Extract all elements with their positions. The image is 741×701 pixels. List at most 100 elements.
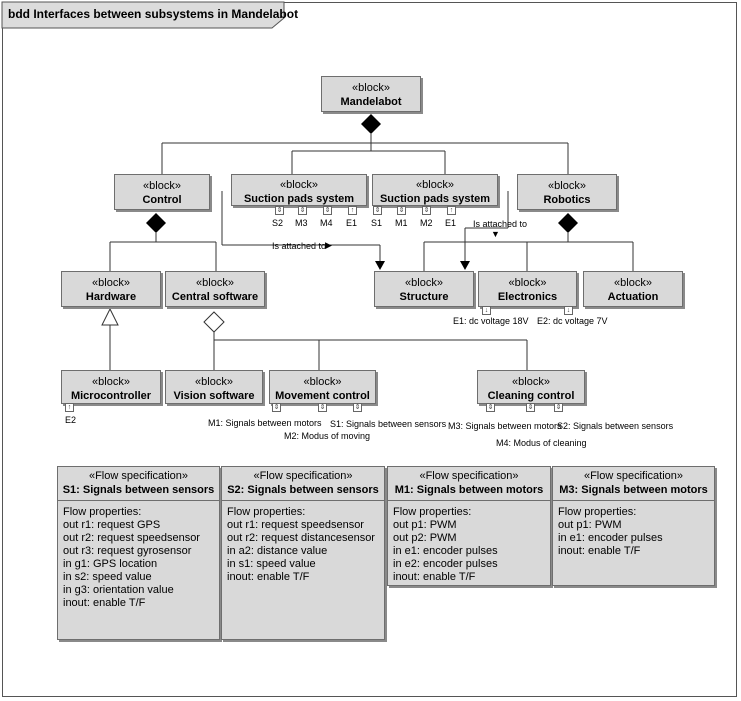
block-structure[interactable]: «block» Structure	[374, 271, 474, 307]
flow-property: out r2: request speedsensor	[63, 532, 200, 544]
flow-property: in s2: speed value	[63, 571, 152, 583]
flow-property: in g3: orientation value	[63, 584, 174, 596]
block-name: Electronics	[497, 291, 558, 303]
flow-spec-body: Flow properties: out p1: PWM in e1: enco…	[553, 501, 714, 563]
block-name: Cleaning control	[487, 390, 575, 402]
flow-port-icon[interactable]: ↑	[65, 403, 74, 412]
flow-port-icon[interactable]: ⇕	[422, 206, 431, 215]
title-tab-shape	[1, 1, 285, 29]
flow-spec-s1[interactable]: «Flow specification» S1: Signals between…	[57, 466, 220, 640]
stereotype: «block»	[143, 180, 181, 192]
stereotype: «block»	[512, 376, 550, 388]
flow-port-icon[interactable]: ⇕	[318, 403, 327, 412]
direction-arrow-icon: ▶	[325, 240, 332, 250]
port-label: M1: Signals between motors	[208, 418, 322, 428]
composition-diamond-mandelabot	[361, 114, 381, 134]
flow-spec-header: «Flow specification» S2: Signals between…	[222, 467, 384, 501]
flow-spec-m1[interactable]: «Flow specification» M1: Signals between…	[387, 466, 551, 586]
flow-property: in a2: distance value	[227, 545, 328, 557]
arrow-head-attached1	[375, 261, 385, 270]
block-robotics[interactable]: «block» Robotics	[517, 174, 617, 210]
stereotype: «Flow specification»	[253, 470, 353, 482]
port-label: S1: Signals between sensors	[330, 419, 447, 429]
block-suction-pads-2[interactable]: «block» Suction pads system	[372, 174, 498, 206]
stereotype: «block»	[196, 277, 234, 289]
stereotype: «block»	[416, 179, 454, 191]
flow-port-icon[interactable]: ⇕	[486, 403, 495, 412]
flow-port-icon[interactable]: ⇕	[397, 206, 406, 215]
flow-property: out r1: request speedsensor	[227, 519, 364, 531]
flow-spec-body: Flow properties: out p1: PWM out p2: PWM…	[388, 501, 550, 589]
block-movement-control[interactable]: «block» Movement control	[269, 370, 376, 404]
flow-port-icon[interactable]: ↑	[348, 206, 357, 215]
flow-property: inout: enable T/F	[63, 597, 146, 609]
block-name: Movement control	[275, 390, 370, 402]
flow-spec-m3[interactable]: «Flow specification» M3: Signals between…	[552, 466, 715, 586]
flow-property: inout: enable T/F	[393, 571, 476, 583]
block-name: Hardware	[85, 291, 137, 303]
flow-spec-header: «Flow specification» M1: Signals between…	[388, 467, 550, 501]
flow-spec-name: M1: Signals between motors	[394, 484, 544, 496]
stereotype: «block»	[303, 376, 342, 388]
block-name: Microcontroller	[70, 390, 152, 402]
block-control[interactable]: «block» Control	[114, 174, 210, 210]
block-microcontroller[interactable]: «block» Microcontroller	[61, 370, 161, 404]
block-name: Suction pads system	[243, 193, 355, 205]
stereotype: «Flow specification»	[583, 470, 684, 482]
block-name: Vision software	[173, 390, 255, 402]
flow-port-icon[interactable]: ⇕	[323, 206, 332, 215]
flow-property: in e1: encoder pulses	[558, 532, 663, 544]
block-vision-software[interactable]: «block» Vision software	[165, 370, 263, 404]
flow-property: out r1: request GPS	[63, 519, 161, 531]
stereotype: «block»	[548, 180, 586, 192]
flow-property: out r3: request gyrosensor	[63, 545, 192, 557]
flow-port-icon[interactable]: ⇕	[275, 206, 284, 215]
flow-spec-header: «Flow specification» S1: Signals between…	[58, 467, 219, 501]
arrow-head-attached2	[460, 261, 470, 270]
block-suction-pads-1[interactable]: «block» Suction pads system	[231, 174, 367, 206]
attached-to-label: Is attached to	[473, 219, 528, 229]
flow-properties-heading: Flow properties:	[558, 506, 637, 518]
flow-property: out r2: request distancesensor	[227, 532, 375, 544]
stereotype: «block»	[92, 277, 130, 289]
flow-port-icon[interactable]: ↓	[564, 306, 573, 315]
block-name: Actuation	[607, 291, 659, 303]
flow-port-icon[interactable]: ⇕	[353, 403, 362, 412]
block-name: Mandelabot	[340, 96, 402, 108]
port-label: M4	[320, 218, 333, 228]
flow-port-icon[interactable]: ⇕	[526, 403, 535, 412]
block-name: Central software	[171, 291, 259, 303]
flow-port-icon[interactable]: ⇕	[373, 206, 382, 215]
block-mandelabot[interactable]: «block» Mandelabot	[321, 76, 421, 112]
flow-port-icon[interactable]: ↓	[482, 306, 491, 315]
flow-property: out p1: PWM	[393, 519, 457, 531]
flow-spec-s2[interactable]: «Flow specification» S2: Signals between…	[221, 466, 385, 640]
flow-port-icon[interactable]: ⇕	[272, 403, 281, 412]
flow-property: in e2: encoder pulses	[393, 558, 498, 570]
flow-port-icon[interactable]: ⇕	[298, 206, 307, 215]
stereotype: «block»	[352, 82, 390, 94]
diagram-title: bdd Interfaces between subsystems in Man…	[8, 7, 299, 21]
flow-spec-body: Flow properties: out r1: request GPS out…	[58, 501, 219, 615]
stereotype: «block»	[280, 179, 318, 191]
flow-port-icon[interactable]: ↑	[447, 206, 456, 215]
flow-port-icon[interactable]: ⇕	[554, 403, 563, 412]
flow-property: in g1: GPS location	[63, 558, 158, 570]
block-central-software[interactable]: «block» Central software	[165, 271, 265, 307]
block-actuation[interactable]: «block» Actuation	[583, 271, 683, 307]
stereotype: «block»	[508, 277, 547, 289]
block-hardware[interactable]: «block» Hardware	[61, 271, 161, 307]
port-label: E2	[65, 415, 77, 425]
stereotype: «block»	[614, 277, 652, 289]
flow-property: in e1: encoder pulses	[393, 545, 498, 557]
block-name: Structure	[399, 291, 449, 303]
port-label: S2	[272, 218, 284, 228]
port-label: E1: dc voltage 18V	[453, 316, 529, 326]
flow-spec-header: «Flow specification» M3: Signals between…	[553, 467, 714, 501]
stereotype: «block»	[92, 376, 130, 388]
block-electronics[interactable]: «block» Electronics	[478, 271, 577, 307]
generalization-arrow	[101, 307, 119, 326]
block-name: Control	[142, 194, 182, 206]
block-cleaning-control[interactable]: «block» Cleaning control	[477, 370, 585, 404]
port-label: E1	[346, 218, 358, 228]
